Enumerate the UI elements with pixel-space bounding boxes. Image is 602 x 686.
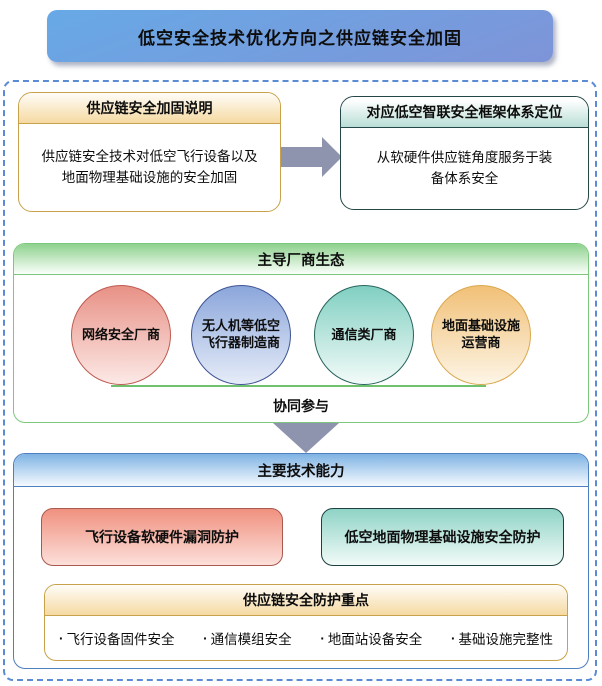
page-title: 低空安全技术优化方向之供应链安全加固 bbox=[138, 28, 462, 48]
explanation-header: 供应链安全加固说明 bbox=[19, 93, 280, 124]
keypoint-firmware-security: · 飞行设备固件安全 bbox=[59, 628, 175, 648]
keypoint-ground-station-security: · 地面站设备安全 bbox=[320, 628, 422, 648]
bullet-icon: · bbox=[320, 630, 325, 646]
bullet-icon: · bbox=[203, 630, 208, 646]
vendor-circle-cybersecurity: 网络安全厂商 bbox=[71, 285, 171, 385]
bullet-icon: · bbox=[450, 630, 456, 646]
vendor-circle-telecom: 通信类厂商 bbox=[314, 285, 414, 385]
down-arrow-icon bbox=[273, 423, 339, 453]
keypoint-infra-integrity: · 基础设施完整性 bbox=[451, 628, 553, 648]
vendors-section: 主导厂商生态 网络安全厂商 无人机等低空飞行器制造商 通信类厂商 地面基础设施运… bbox=[13, 243, 589, 423]
positioning-body: 从软硬件供应链角度服务于装备体系安全 bbox=[376, 149, 553, 186]
explanation-body: 供应链安全技术对低空飞行设备以及地面物理基础设施的安全加固 bbox=[41, 148, 258, 185]
keypoints-list: · 飞行设备固件安全 · 通信模组安全 · 地面站设备安全 · 基础设施完整性 bbox=[45, 616, 567, 660]
keypoints-box: 供应链安全防护重点 · 飞行设备固件安全 · 通信模组安全 · 地面站设备安全 … bbox=[44, 584, 568, 661]
capability-ground-infra-protection: 低空地面物理基础设施安全防护 bbox=[321, 508, 564, 566]
positioning-header: 对应低空智联安全框架体系定位 bbox=[341, 97, 588, 128]
vendor-circle-ground-infra-operator: 地面基础设施运营商 bbox=[431, 285, 531, 385]
right-arrow-icon bbox=[281, 147, 322, 167]
title-banner: 低空安全技术优化方向之供应链安全加固 bbox=[47, 10, 553, 62]
keypoint-label: 飞行设备固件安全 bbox=[66, 632, 175, 647]
keypoint-label: 基础设施完整性 bbox=[458, 632, 553, 647]
keypoint-comm-module-security: · 通信模组安全 bbox=[203, 628, 292, 648]
keypoint-label: 地面站设备安全 bbox=[327, 632, 423, 647]
keypoint-label: 通信模组安全 bbox=[210, 632, 292, 647]
collaboration-label: 协同参与 bbox=[273, 398, 329, 414]
vendors-underline bbox=[111, 385, 486, 387]
vendor-circle-drone-manufacturer: 无人机等低空飞行器制造商 bbox=[191, 285, 291, 385]
vendors-section-header: 主导厂商生态 bbox=[14, 244, 588, 275]
positioning-box: 对应低空智联安全框架体系定位 从软硬件供应链角度服务于装备体系安全 bbox=[340, 96, 589, 210]
tech-section-header: 主要技术能力 bbox=[14, 454, 588, 487]
tech-section: 主要技术能力 飞行设备软硬件漏洞防护 低空地面物理基础设施安全防护 供应链安全防… bbox=[13, 453, 589, 669]
bullet-icon: · bbox=[59, 630, 64, 646]
diagram-container bbox=[3, 80, 597, 681]
keypoints-header: 供应链安全防护重点 bbox=[45, 585, 567, 616]
right-arrow-head-icon bbox=[322, 137, 342, 177]
explanation-box: 供应链安全加固说明 供应链安全技术对低空飞行设备以及地面物理基础设施的安全加固 bbox=[18, 92, 281, 212]
capability-flight-vulnerability-protection: 飞行设备软硬件漏洞防护 bbox=[41, 508, 283, 566]
